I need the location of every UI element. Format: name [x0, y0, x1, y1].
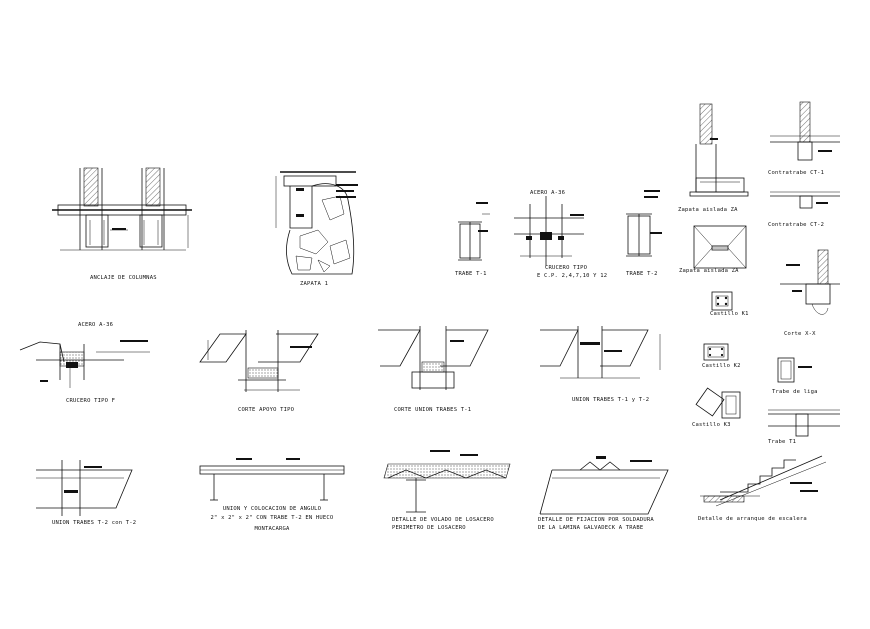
detail-castillo-k3 — [695, 387, 741, 419]
label-union-trabes-t2-t2: UNION TRABES T-2 con T-2 — [52, 520, 137, 526]
label-fijacion-1: DETALLE DE FIJACION POR SOLDADURA — [538, 517, 654, 523]
label-crucero-ejes: E C.P. 2,4,7,10 Y 12 — [537, 273, 608, 279]
detail-union-t2-t2 — [36, 460, 133, 516]
label-castillo-k3: Castillo K3 — [692, 422, 731, 428]
label-corte-xx: Corte X-X — [784, 331, 816, 337]
label-zapata-aislada-1: Zapata aislada ZA — [678, 207, 738, 213]
label-acero-a36-top: ACERO A-36 — [530, 190, 566, 196]
label-arranque-escalera: Detalle de arranque de escalera — [698, 516, 807, 522]
label-acero-a36-mid: ACERO A-36 — [78, 322, 114, 328]
detail-volado-losacero — [383, 450, 511, 513]
label-corte-union-trabes: CORTE UNION TRABES T-1 — [394, 407, 472, 413]
label-contratrabe-ct2: Contratrabe CT-2 — [768, 222, 825, 228]
detail-fijacion-soldadura — [539, 456, 669, 515]
detail-castillo-k1 — [711, 291, 733, 311]
label-trabe-de-liga: Trabe de liga — [772, 389, 818, 395]
detail-trabe-t2 — [626, 190, 662, 257]
label-castillo-k1: Castillo K1 — [710, 311, 749, 317]
label-crucero-tipo-f: CRUCERO TIPO F — [66, 398, 116, 404]
label-crucero-tipo: CRUCERO TIPO — [545, 265, 588, 271]
detail-crucero-tipo — [514, 196, 584, 266]
label-trabe-t2: TRABE T-2 — [626, 271, 658, 277]
detail-corte-xx — [780, 249, 840, 315]
detail-contratrabe-ct1 — [770, 101, 840, 161]
detail-anclaje-columnas — [52, 167, 192, 251]
label-contratrabe-ct1: Contratrabe CT-1 — [768, 170, 825, 176]
label-zapata-aislada-2: Zapata aislada ZA — [679, 268, 739, 274]
detail-arranque-escalera — [700, 455, 827, 507]
detail-contratrabe-ct2 — [770, 191, 840, 209]
label-fijacion-2: DE LA LAMINA GALVADECK A TRABE — [538, 525, 644, 531]
detail-zapata-1 — [275, 171, 358, 275]
detail-zapata-aislada-2 — [693, 225, 747, 269]
label-union-colocacion-2: 2" x 2" x 2" CON TRABE T-2 EN HUECO — [210, 515, 334, 521]
detail-corte-apoyo-tipo — [199, 330, 319, 392]
label-castillo-k2: Castillo K2 — [702, 363, 741, 369]
label-volado-1: DETALLE DE VOLADO DE LOSACERO — [392, 517, 494, 523]
label-volado-2: PERIMETRO DE LOSACERO — [392, 525, 466, 531]
label-union-colocacion-1: UNION Y COLOCACION DE ANGULO — [222, 506, 322, 512]
label-union-colocacion-3: MONTACARGA — [254, 526, 290, 532]
detail-castillo-k2 — [703, 343, 729, 361]
detail-trabe-t1-right — [768, 409, 840, 437]
detail-zapata-aislada-1 — [689, 103, 749, 197]
detail-union-t1-t2 — [540, 326, 661, 379]
label-corte-apoyo-tipo: CORTE APOYO TIPO — [238, 407, 295, 413]
detail-crucero-tipo-f — [19, 340, 150, 388]
label-trabe-t1-right: Trabe T1 — [768, 439, 797, 445]
label-anclaje-columnas: ANCLAJE DE COLUMNAS — [90, 275, 157, 281]
label-trabe-t1: TRABE T-1 — [455, 271, 487, 277]
detail-corte-union-trabes — [378, 326, 489, 390]
label-union-trabes-t1-t2: UNION TRABES T-1 y T-2 — [572, 397, 650, 403]
detail-union-colocacion-angulo — [199, 458, 345, 501]
label-zapata-1: ZAPATA 1 — [300, 281, 329, 287]
detail-trabe-t1 — [458, 202, 490, 261]
detail-trabe-de-liga — [777, 357, 812, 383]
